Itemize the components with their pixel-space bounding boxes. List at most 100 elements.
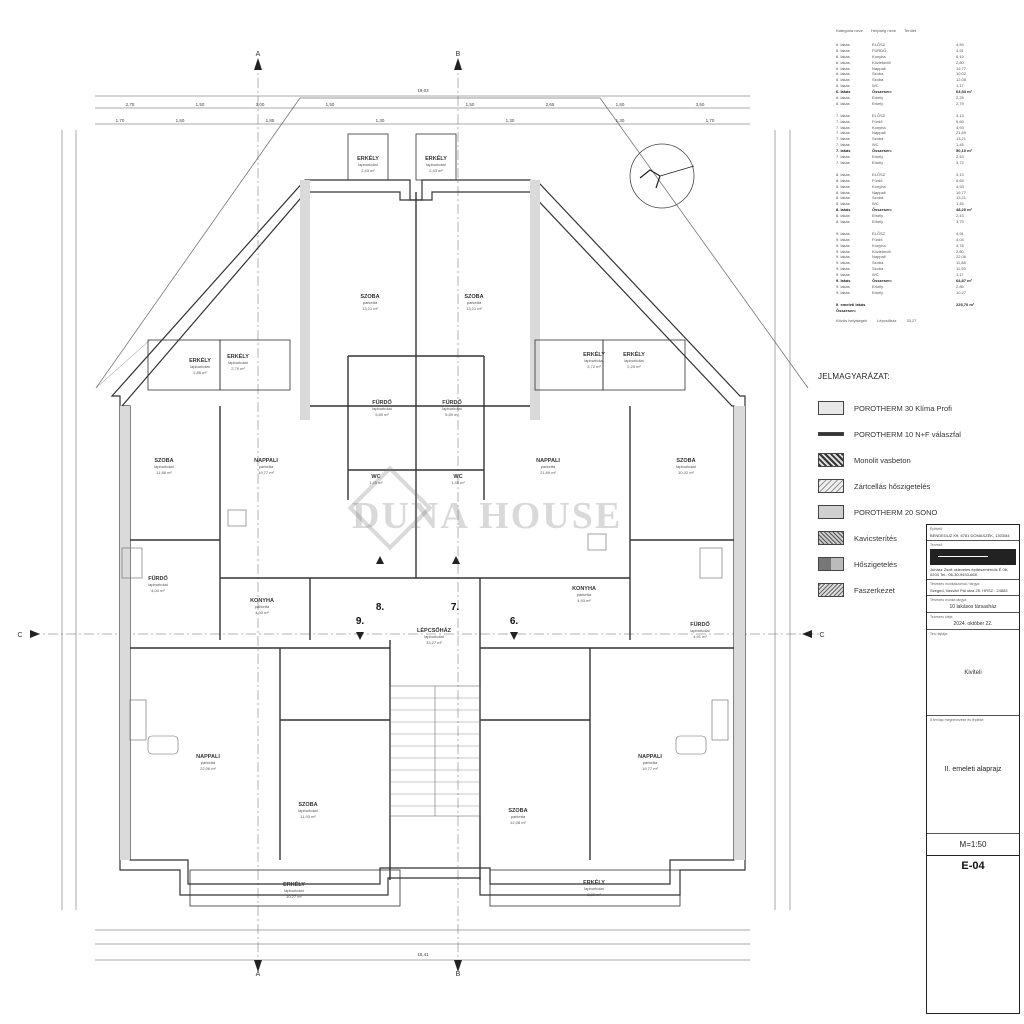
svg-text:2,75: 2,75 [126,102,135,107]
svg-text:ERKÉLY: ERKÉLY [583,878,605,886]
svg-text:19,77 m²: 19,77 m² [258,470,274,475]
legend-item: POROTHERM 20 SONO [818,499,998,525]
svg-text:2,25 m²: 2,25 m² [627,364,641,369]
svg-text:NAPPALI: NAPPALI [196,754,220,760]
svg-text:C: C [17,632,22,639]
svg-text:9.: 9. [356,616,365,627]
svg-text:lapburkolat: lapburkolat [676,464,696,469]
svg-text:lapburkolat: lapburkolat [358,162,378,167]
svg-text:2,85 m²: 2,85 m² [193,370,207,375]
svg-text:lapburkolat: lapburkolat [148,582,168,587]
svg-text:FÜRDŐ: FÜRDŐ [442,399,462,406]
svg-text:parketta: parketta [363,300,378,305]
svg-text:13,21 m²: 13,21 m² [362,306,378,311]
drawing-name: II. emeleti alaprajz [944,766,1002,773]
legend-item: Hőszigetelés [818,551,998,577]
area-table: Kategória neve Helyiség neve Terület 6. … [836,28,986,323]
svg-text:parketta: parketta [201,760,216,765]
svg-text:lapburkolat: lapburkolat [284,888,304,893]
room-label: WC1,45 m² [451,474,465,485]
svg-text:WC: WC [453,474,462,480]
svg-text:lapburkolat: lapburkolat [624,358,644,363]
watermark-text: DUNA HOUSE [352,495,623,537]
dimension-lines-bottom [95,929,750,961]
svg-text:A: A [256,971,261,978]
legend-item: Faszerkezet [818,577,998,603]
svg-text:3,72 m²: 3,72 m² [587,364,601,369]
svg-text:KONYHA: KONYHA [572,586,596,592]
svg-text:8.: 8. [376,602,385,613]
tb-phase: Terv fajtája: Kiviteli [927,630,1019,716]
svg-text:10,02 m²: 10,02 m² [678,470,694,475]
svg-text:1,70: 1,70 [706,118,715,123]
tb-client: Építtető: BENDEGUZ Kft. 6781 DOMASZÉK, 1… [927,525,1019,541]
svg-text:11,93 m²: 11,93 m² [300,814,316,819]
svg-text:1,85: 1,85 [266,118,275,123]
legend-swatch [818,531,844,545]
svg-text:parketta: parketta [577,592,592,597]
svg-text:lapburkolat: lapburkolat [690,628,710,633]
dimension-lines-right [774,130,791,910]
svg-text:parketta: parketta [541,464,556,469]
svg-text:SZOBA: SZOBA [298,802,317,808]
svg-text:lapburkolat: lapburkolat [190,364,210,369]
title-block: Építtető: BENDEGUZ Kft. 6781 DOMASZÉK, 1… [926,524,1020,1014]
dimension-lines-top [95,95,750,125]
svg-text:2,65: 2,65 [546,102,555,107]
wall-fill [120,180,745,860]
svg-text:1,50: 1,50 [616,102,625,107]
legend-item: Monolit vasbeton [818,447,998,473]
svg-text:lapburkolat: lapburkolat [442,406,462,411]
svg-text:NAPPALI: NAPPALI [254,458,278,464]
svg-text:4,93 m²: 4,93 m² [577,598,591,603]
svg-text:NAPPALI: NAPPALI [536,458,560,464]
area-table-footer: Közös helyiségek Lépcsőház 33,27 [836,317,917,323]
svg-text:2,43 m²: 2,43 m² [429,168,443,173]
svg-text:lapburkolat: lapburkolat [584,886,604,891]
svg-text:2,43 m²: 2,43 m² [361,168,375,173]
svg-text:FÜRDŐ: FÜRDŐ [690,621,710,628]
tb-project: Tervezés munkaszámai / tárgya: Szeged, V… [927,580,1019,596]
svg-text:1,50: 1,50 [326,102,335,107]
svg-text:3,50: 3,50 [696,102,705,107]
svg-text:ERKÉLY: ERKÉLY [583,350,605,358]
svg-text:A: A [256,51,261,58]
drawing-code: E-04 [927,855,1019,876]
svg-text:WC: WC [371,474,380,480]
legend-swatch [818,401,844,415]
svg-text:3,00: 3,00 [256,102,265,107]
svg-text:ERKÉLY: ERKÉLY [189,356,211,364]
area-table-row: II. emeleti lakás Összesen:225,70 m² [836,301,975,313]
balconies [147,133,686,907]
